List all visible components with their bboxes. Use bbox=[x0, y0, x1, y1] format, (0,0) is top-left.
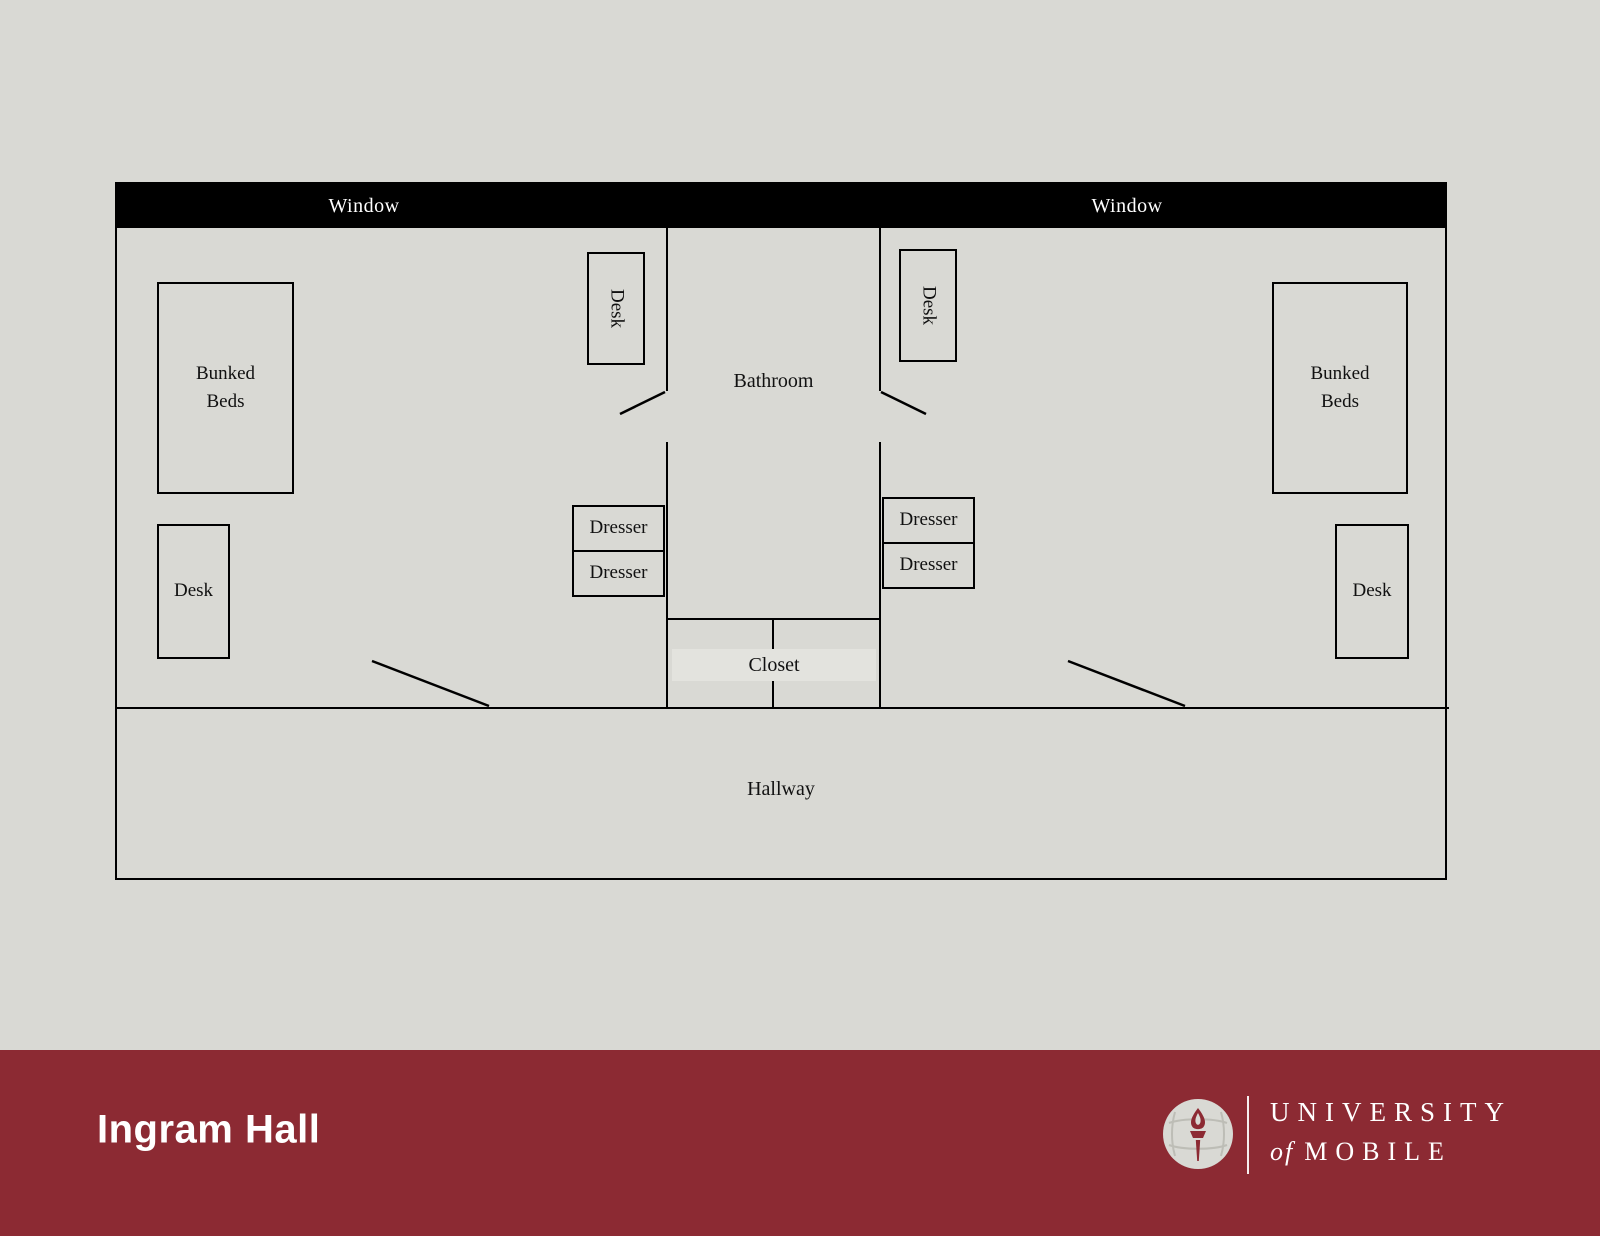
dresser-right-1: Dresser bbox=[882, 497, 975, 544]
desk-right-room-label: Desk bbox=[1352, 580, 1392, 602]
desk-bathroom-left-label: Desk bbox=[606, 288, 628, 329]
university-wordmark: UNIVERSITY of MOBILE bbox=[1270, 1094, 1512, 1170]
university-wordmark-mobile: MOBILE bbox=[1304, 1137, 1452, 1166]
dresser-right-2-label: Dresser bbox=[899, 554, 958, 576]
bathroom-wall-right-upper bbox=[879, 228, 881, 391]
hallway-label: Hallway bbox=[747, 778, 815, 800]
bathroom-label: Bathroom bbox=[733, 370, 814, 392]
window-label-left: Window bbox=[328, 195, 400, 217]
door-swing-line-bathroom-right bbox=[880, 390, 927, 416]
dresser-left-2: Dresser bbox=[572, 550, 665, 597]
door-swing-line-bathroom-left bbox=[619, 390, 666, 416]
torch-globe-icon bbox=[1163, 1099, 1233, 1169]
closet-wall-left bbox=[666, 618, 668, 709]
university-wordmark-line2: of MOBILE bbox=[1270, 1134, 1512, 1170]
university-wordmark-of: of bbox=[1270, 1137, 1295, 1166]
desk-right-room: Desk bbox=[1335, 524, 1409, 659]
logo-divider bbox=[1247, 1096, 1249, 1174]
desk-bathroom-right: Desk bbox=[899, 249, 957, 362]
closet-label: Closet bbox=[672, 649, 876, 681]
dresser-left-2-label: Dresser bbox=[589, 562, 648, 584]
page-title: Ingram Hall bbox=[97, 1107, 321, 1152]
window-label-right: Window bbox=[1091, 195, 1163, 217]
bathroom-wall-left-lower bbox=[666, 442, 668, 619]
dresser-left-1: Dresser bbox=[572, 505, 665, 552]
closet-wall-right bbox=[879, 618, 881, 709]
bunked-beds-left-label: Bunked Beds bbox=[195, 362, 256, 413]
desk-bathroom-left: Desk bbox=[587, 252, 645, 365]
window-bar: Window Window bbox=[117, 184, 1445, 228]
bathroom-wall-left-upper bbox=[666, 228, 668, 391]
bunked-beds-right: Bunked Beds bbox=[1272, 282, 1408, 494]
desk-left-room: Desk bbox=[157, 524, 230, 659]
floor-plan: Window Window Bathroom Hallway Closet Bu… bbox=[115, 182, 1449, 880]
door-swing-line-room-left bbox=[371, 659, 490, 708]
desk-left-room-label: Desk bbox=[173, 580, 214, 602]
door-swing-line-room-right bbox=[1067, 659, 1186, 708]
dresser-left-1-label: Dresser bbox=[589, 517, 648, 539]
footer-banner: Ingram Hall UNIVERSITY of MOBILE bbox=[0, 1050, 1600, 1236]
bunked-beds-left: Bunked Beds bbox=[157, 282, 294, 494]
university-wordmark-line1: UNIVERSITY bbox=[1270, 1097, 1512, 1127]
desk-bathroom-right-label: Desk bbox=[918, 285, 940, 326]
dresser-right-2: Dresser bbox=[882, 542, 975, 589]
bathroom-wall-right-lower bbox=[879, 442, 881, 619]
bunked-beds-right-label: Bunked Beds bbox=[1310, 362, 1370, 413]
dresser-right-1-label: Dresser bbox=[899, 509, 958, 531]
university-logo-icon bbox=[1163, 1099, 1233, 1169]
hallway-wall bbox=[117, 707, 1449, 709]
